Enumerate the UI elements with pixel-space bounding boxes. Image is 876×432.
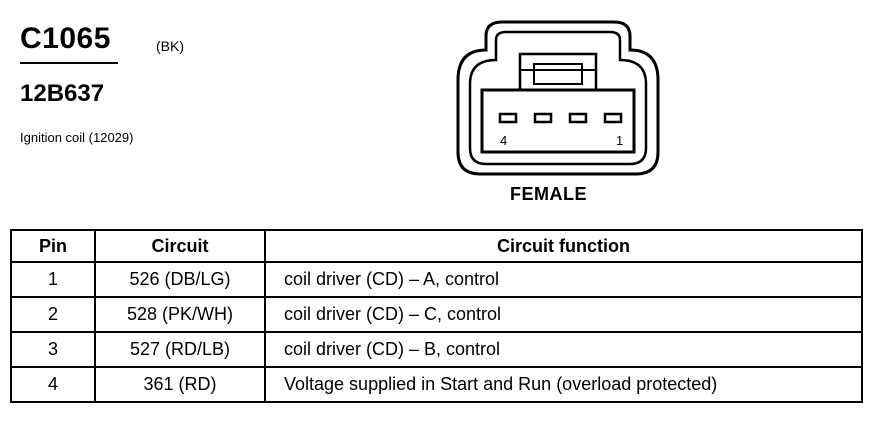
circuit-cell: 528 (PK/WH) <box>94 296 266 333</box>
table-header-row: Pin Circuit Circuit function <box>10 229 863 263</box>
connector-id: C1065 <box>20 22 111 55</box>
connector-id-underline <box>20 62 118 64</box>
function-cell: coil driver (CD) – B, control <box>264 331 863 368</box>
header-pin: Pin <box>10 229 96 263</box>
circuit-cell: 526 (DB/LG) <box>94 261 266 298</box>
circuit-cell: 361 (RD) <box>94 366 266 403</box>
function-cell: Voltage supplied in Start and Run (overl… <box>264 366 863 403</box>
component-description: Ignition coil (12029) <box>20 130 134 145</box>
pin-label-4: 4 <box>500 133 507 148</box>
pin-table: Pin Circuit Circuit function 1 526 (DB/L… <box>10 229 863 403</box>
part-number: 12B637 <box>20 80 105 107</box>
view-label: FEMALE <box>510 184 587 204</box>
function-cell: coil driver (CD) – A, control <box>264 261 863 298</box>
connector-housing-inner <box>468 30 648 166</box>
connector-latch-inner <box>533 63 583 85</box>
connector-face-diagram: 4 1 <box>456 20 660 176</box>
function-cell: coil driver (CD) – C, control <box>264 296 863 333</box>
pin-label-1: 1 <box>616 133 623 148</box>
pin-cell: 1 <box>10 261 96 298</box>
pin-terminal-3 <box>533 112 553 124</box>
table-row: 4 361 (RD) Voltage supplied in Start and… <box>10 366 863 403</box>
connector-housing-outer <box>456 20 660 176</box>
table-row: 1 526 (DB/LG) coil driver (CD) – A, cont… <box>10 261 863 298</box>
header-circuit-function: Circuit function <box>264 229 863 263</box>
circuit-cell: 527 (RD/LB) <box>94 331 266 368</box>
table-row: 3 527 (RD/LB) coil driver (CD) – B, cont… <box>10 331 863 368</box>
pin-terminal-4 <box>498 112 518 124</box>
pin-cell: 2 <box>10 296 96 333</box>
table-row: 2 528 (PK/WH) coil driver (CD) – C, cont… <box>10 296 863 333</box>
pin-terminal-1 <box>603 112 623 124</box>
pin-cell: 3 <box>10 331 96 368</box>
pin-terminal-2 <box>568 112 588 124</box>
header-circuit: Circuit <box>94 229 266 263</box>
terminal-cavity <box>480 88 636 154</box>
pin-cell: 4 <box>10 366 96 403</box>
connector-color-code: (BK) <box>156 38 184 54</box>
